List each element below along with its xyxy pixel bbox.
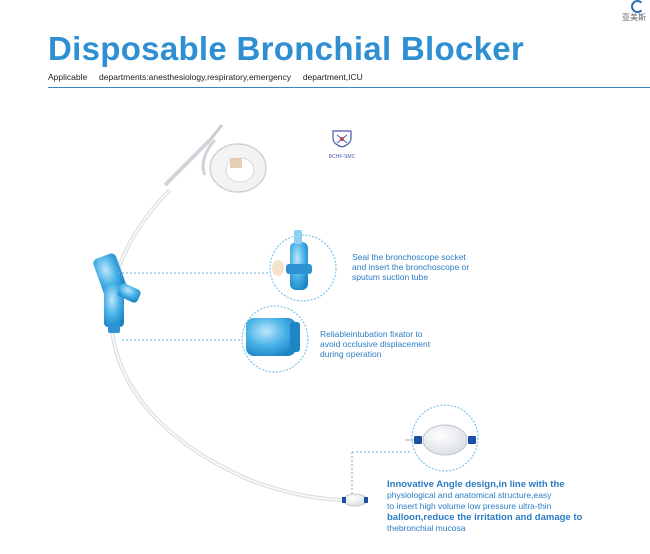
callout-line: and insert the bronchoscope or	[352, 262, 470, 272]
callout-line: avoid occlusive displacement	[320, 339, 431, 349]
tip-balloon	[342, 493, 368, 507]
callout-line: Reliableintubation fixator to	[320, 329, 423, 339]
zoom-circle-socket	[269, 230, 337, 302]
callout-intubation-fixator: Reliableintubation fixator to avoid occl…	[320, 329, 430, 359]
callout-line: to insert high volume low pressure ultra…	[387, 501, 552, 511]
callout-line: Seal the bronchoscope socket	[352, 252, 466, 262]
brand-logo: 亚美斯	[622, 0, 646, 22]
page-title: Disposable Bronchial Blocker	[48, 30, 525, 67]
header-divider	[48, 87, 650, 88]
catheter-tube	[108, 124, 353, 502]
certification-emblem-icon	[332, 130, 352, 148]
certification-label: BCHF-SMC	[328, 154, 356, 160]
brand-logo-text: 亚美斯	[622, 13, 646, 22]
callout-leader-lines	[118, 272, 412, 498]
callout-line: during operation	[320, 349, 382, 359]
callout-heading: Innovative Angle design,in line with the	[387, 479, 565, 490]
callout-line: sputum suction tube	[352, 272, 429, 282]
callout-line: physiological and anatomical structure,e…	[387, 490, 552, 500]
page-subtitle: Applicable departments:anesthesiology,re…	[48, 72, 363, 82]
y-connector	[93, 253, 141, 333]
callout-bronchoscope-socket: Seal the bronchoscope socket and insert …	[352, 252, 469, 282]
callout-line-strong: balloon,reduce the irritation and damage…	[387, 512, 583, 523]
brand-logo-icon	[631, 0, 644, 13]
pilot-valve	[201, 138, 267, 193]
zoom-circle-fixator	[241, 305, 309, 373]
certification-badge: BCHF-SMC	[324, 130, 360, 160]
callout-line: thebronchial mucosa	[387, 523, 466, 533]
callout-balloon-design: Innovative Angle design,in line with the…	[387, 479, 582, 534]
zoom-circle-balloon	[405, 404, 479, 472]
